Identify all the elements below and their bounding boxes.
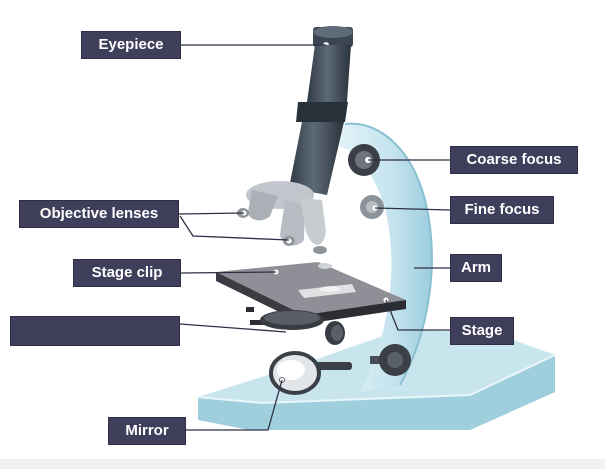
label-stage: Stage [450, 317, 514, 345]
focus-knobs [348, 144, 384, 219]
label-objective-lenses: Objective lenses [19, 200, 179, 228]
leader-hidden [179, 323, 287, 333]
body-tube [289, 26, 353, 195]
leader-stage-clip [180, 271, 277, 274]
leader-mirror [186, 379, 283, 431]
label-stage-clip: Stage clip [73, 259, 181, 287]
footer-band [0, 459, 605, 469]
leader-stage [385, 299, 450, 331]
nosepiece [237, 181, 327, 254]
label-hidden [10, 316, 180, 346]
lower-knob [370, 344, 411, 376]
leader-objective-1 [177, 212, 245, 215]
label-arm: Arm [450, 254, 502, 282]
mirror-assembly [269, 351, 352, 395]
leader-lines [177, 44, 451, 431]
arm-body [336, 122, 433, 392]
label-mirror: Mirror [108, 417, 186, 445]
leader-objective-2 [179, 215, 290, 241]
label-coarse-focus: Coarse focus [450, 146, 578, 174]
label-fine-focus: Fine focus [450, 196, 554, 224]
label-eyepiece: Eyepiece [81, 31, 181, 59]
condenser [246, 307, 345, 345]
leader-fine-focus [374, 207, 451, 211]
